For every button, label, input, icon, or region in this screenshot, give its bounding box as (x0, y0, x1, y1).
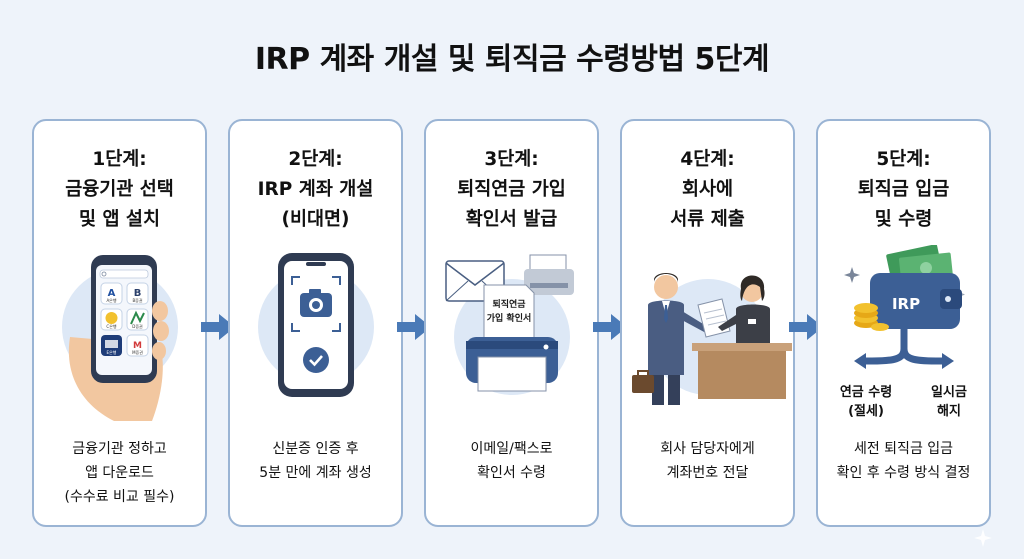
step-heading: 5단계: 퇴직금 입금 및 수령 (818, 145, 989, 235)
desc-line: 5분 만에 계좌 생성 (259, 465, 372, 481)
bank-app-grid: A A은행 B B증권 C은행 D증권 E은행 M M증권 (100, 282, 149, 357)
option-lumpsum-label: 일시금 해지 (914, 383, 984, 421)
desc-line: 앱 다운로드 (85, 465, 154, 481)
arrow-right-icon (789, 314, 823, 340)
desc-line: 회사 담당자에게 (660, 441, 755, 457)
desc-line: 이메일/팩스로 (470, 441, 553, 457)
option-line: 해지 (937, 404, 961, 419)
app-icon-label: C은행 (106, 323, 116, 329)
option-line: 일시금 (931, 385, 967, 400)
briefcase-icon (632, 370, 654, 393)
step-heading: 4단계: 회사에 서류 제출 (622, 145, 793, 235)
step-number: 5단계: (876, 149, 931, 170)
step-title-line: 금융기관 선택 (65, 179, 174, 200)
step-heading: 1단계: 금융기관 선택 및 앱 설치 (34, 145, 205, 235)
step-title-line: IRP 계좌 개설 (257, 179, 374, 200)
svg-text:B: B (134, 288, 142, 299)
wallet-icon: IRP (870, 273, 962, 329)
step-description: 세전 퇴직금 입금 확인 후 수령 방식 결정 (818, 437, 989, 485)
step-description: 금융기관 정하고 앱 다운로드 (수수료 비교 필수) (34, 437, 205, 509)
desk-icon (692, 343, 792, 399)
hr-staff-person-icon (718, 275, 770, 345)
step-title-line: 및 수령 (874, 209, 933, 230)
step-number: 4단계: (680, 149, 735, 170)
check-circle-icon (303, 347, 329, 373)
gold-coins-icon (854, 303, 889, 331)
step-title-line: (비대면) (281, 209, 350, 230)
step-heading: 2단계: IRP 계좌 개설 (비대면) (230, 145, 401, 235)
document-handover-illustration (632, 273, 792, 405)
wallet-label: IRP (892, 295, 920, 313)
fax-document-illustration: 퇴직연금 가입 확인서 (445, 254, 574, 395)
fax-machine-icon (524, 254, 574, 295)
arrow-right-icon (201, 314, 235, 340)
app-icon-label: A은행 (106, 297, 116, 303)
step-number: 3단계: (484, 149, 539, 170)
step-card-2: 2단계: IRP 계좌 개설 (비대면) 신분증 인증 후 5분 만에 계좌 생… (228, 119, 403, 527)
step-title-line: 및 앱 설치 (79, 209, 160, 230)
printer-icon (466, 337, 558, 392)
employee-person-icon (648, 273, 708, 405)
desc-line: 세전 퇴직금 입금 (853, 441, 954, 457)
hand-phone-illustration: A A은행 B B증권 C은행 D증권 E은행 M M증권 (62, 255, 178, 421)
step-description: 이메일/팩스로 확인서 수령 (426, 437, 597, 485)
desc-line: 계좌번호 전달 (666, 465, 749, 481)
step-title-line: 회사에 (681, 179, 734, 200)
step-description: 신분증 인증 후 5분 만에 계좌 생성 (230, 437, 401, 485)
arrow-right-icon (397, 314, 431, 340)
page-title: IRP 계좌 개설 및 퇴직금 수령방법 5단계 (254, 42, 770, 77)
desc-line: 확인서 수령 (477, 465, 546, 481)
step-title-line: 퇴직금 입금 (857, 179, 950, 200)
step-card-4: 4단계: 회사에 서류 제출 (620, 119, 795, 527)
document-title: 퇴직연금 (492, 298, 526, 310)
document-title: 가입 확인서 (487, 312, 532, 324)
phone-camera-illustration (258, 253, 374, 397)
step-title-line: 확인서 발급 (465, 209, 558, 230)
app-icon-label: M증권 (132, 349, 143, 355)
app-icon-label: E은행 (107, 349, 117, 355)
desc-line: 금융기관 정하고 (72, 441, 167, 457)
step-card-3: 3단계: 퇴직연금 가입 확인서 발급 퇴직연금 가입 확인서 이메일/팩스로 (424, 119, 599, 527)
step-description: 회사 담당자에게 계좌번호 전달 (622, 437, 793, 485)
split-arrow-icon (854, 329, 954, 369)
option-line: (절세) (848, 404, 884, 419)
svg-text:A: A (108, 288, 116, 299)
sparkle-watermark-icon (974, 529, 992, 547)
option-pension-label: 연금 수령 (절세) (826, 383, 906, 421)
desc-line: 확인 후 수령 방식 결정 (836, 465, 971, 481)
arrow-right-icon (593, 314, 627, 340)
step-card-1: 1단계: 금융기관 선택 및 앱 설치 A A은행 B B증권 C은행 D증권 … (32, 119, 207, 527)
app-icon-label: D증권 (132, 323, 143, 329)
wallet-payout-illustration: IRP (844, 245, 965, 369)
step-title-line: 퇴직연금 가입 (457, 179, 566, 200)
step-title-line: 서류 제출 (670, 209, 745, 230)
step-card-5: 5단계: 퇴직금 입금 및 수령 IRP (816, 119, 991, 527)
step-heading: 3단계: 퇴직연금 가입 확인서 발급 (426, 145, 597, 235)
svg-text:M: M (133, 341, 142, 351)
app-icon-label: B증권 (132, 297, 142, 303)
step-number: 1단계: (92, 149, 147, 170)
option-line: 연금 수령 (839, 385, 893, 400)
camera-icon (291, 276, 341, 332)
desc-line: (수수료 비교 필수) (64, 489, 175, 505)
desc-line: 신분증 인증 후 (272, 441, 359, 457)
step-number: 2단계: (288, 149, 343, 170)
